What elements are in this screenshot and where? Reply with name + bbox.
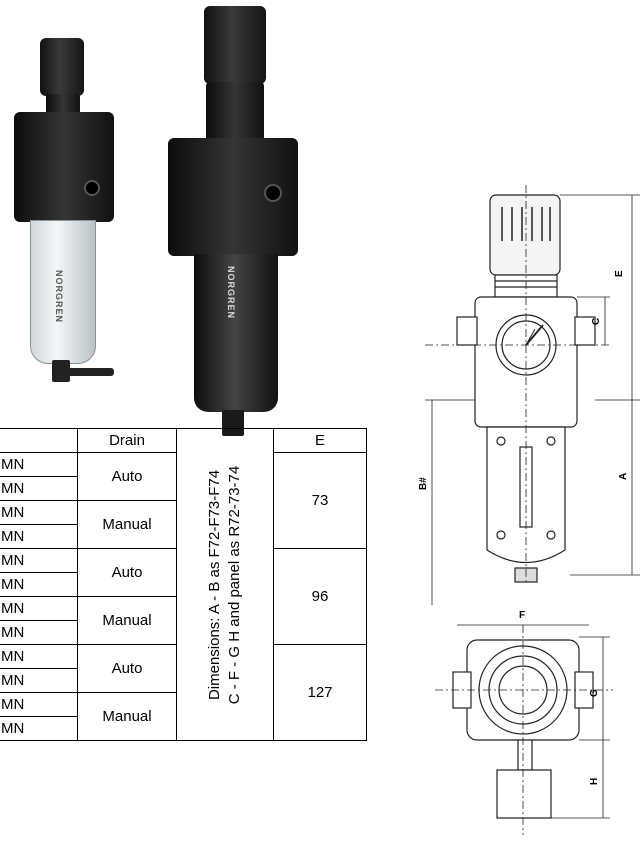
port-hole — [264, 184, 282, 202]
table-row: MN Manual — [0, 692, 367, 741]
dimensions-note-line2: C - F - G H and panel as R72-73-74 — [226, 465, 243, 704]
drain-cell: Auto — [77, 548, 177, 597]
table-row: MN Manual — [0, 596, 367, 645]
dimensions-note-line1: Dimensions: A - B as F72-F73-F74 — [206, 469, 223, 700]
spec-table: Drain Dimensions: A - B as F72-F73-F74 C… — [0, 428, 367, 741]
drain-cell: Manual — [77, 596, 177, 645]
header-model — [0, 428, 78, 453]
drain-cell: Manual — [77, 692, 177, 741]
table-row: MN Manual — [0, 500, 367, 549]
model-cell: MN — [0, 644, 78, 669]
dimensions-note: Dimensions: A - B as F72-F73-F74 C - F -… — [205, 465, 245, 703]
table-row: MN Auto 96 — [0, 548, 367, 645]
dim-label-g: G — [589, 689, 600, 697]
dim-label-a: A — [618, 473, 629, 480]
table-row: MN Auto 127 — [0, 644, 367, 741]
dim-label-f: F — [519, 610, 525, 621]
dark-bowl — [194, 254, 278, 412]
adjustment-knob — [204, 6, 266, 84]
model-cell: MN — [0, 452, 78, 477]
port-hole — [84, 180, 100, 196]
model-cell: MN — [0, 572, 78, 597]
table-row: MN — [0, 620, 367, 645]
model-cell: MN — [0, 716, 78, 741]
table-header-row: Drain Dimensions: A - B as F72-F73-F74 C… — [0, 428, 367, 741]
manual-drain — [52, 360, 70, 382]
table-row: MN — [0, 524, 367, 549]
e-cell: 73 — [273, 452, 367, 549]
dim-label-c: C — [591, 318, 602, 325]
model-cell: MN — [0, 668, 78, 693]
model-cell: MN — [0, 476, 78, 501]
dim-label-e: E — [614, 270, 625, 277]
model-cell: MN — [0, 548, 78, 573]
model-cell: MN — [0, 620, 78, 645]
drain-cell: Auto — [77, 452, 177, 501]
header-drain: Drain — [77, 428, 177, 453]
drain-cell: Manual — [77, 500, 177, 549]
valve-body — [14, 112, 114, 222]
regulator-body — [206, 82, 264, 142]
technical-drawing: E C A B# F G H — [418, 185, 640, 835]
table-row: MN — [0, 476, 367, 501]
drain-lever — [66, 368, 114, 376]
model-cell: MN — [0, 596, 78, 621]
e-cell: 96 — [273, 548, 367, 645]
drain-cell: Auto — [77, 644, 177, 693]
model-cell: MN — [0, 524, 78, 549]
model-cell: MN — [0, 692, 78, 717]
table-row: MN — [0, 572, 367, 597]
dim-label-h: H — [589, 778, 600, 785]
brand-label-left: NORGREN — [54, 270, 64, 324]
model-cell: MN — [0, 500, 78, 525]
table-row: MN — [0, 668, 367, 693]
table-row: MN — [0, 716, 367, 741]
product-photo-clear-bowl: NORGREN — [8, 30, 128, 390]
brand-label-right: NORGREN — [226, 266, 236, 320]
regulator-body — [46, 94, 80, 114]
product-photo-dark-bowl: NORGREN — [160, 0, 300, 440]
header-e: E — [273, 428, 367, 453]
e-cell: 127 — [273, 644, 367, 741]
adjustment-knob — [40, 38, 84, 96]
table-row: MN Auto 73 — [0, 452, 367, 549]
dim-label-b: B# — [418, 477, 429, 490]
dimensions-note-cell: Dimensions: A - B as F72-F73-F74 C - F -… — [176, 428, 274, 741]
clear-bowl — [30, 220, 96, 364]
drawing-panel-nut — [496, 769, 552, 819]
